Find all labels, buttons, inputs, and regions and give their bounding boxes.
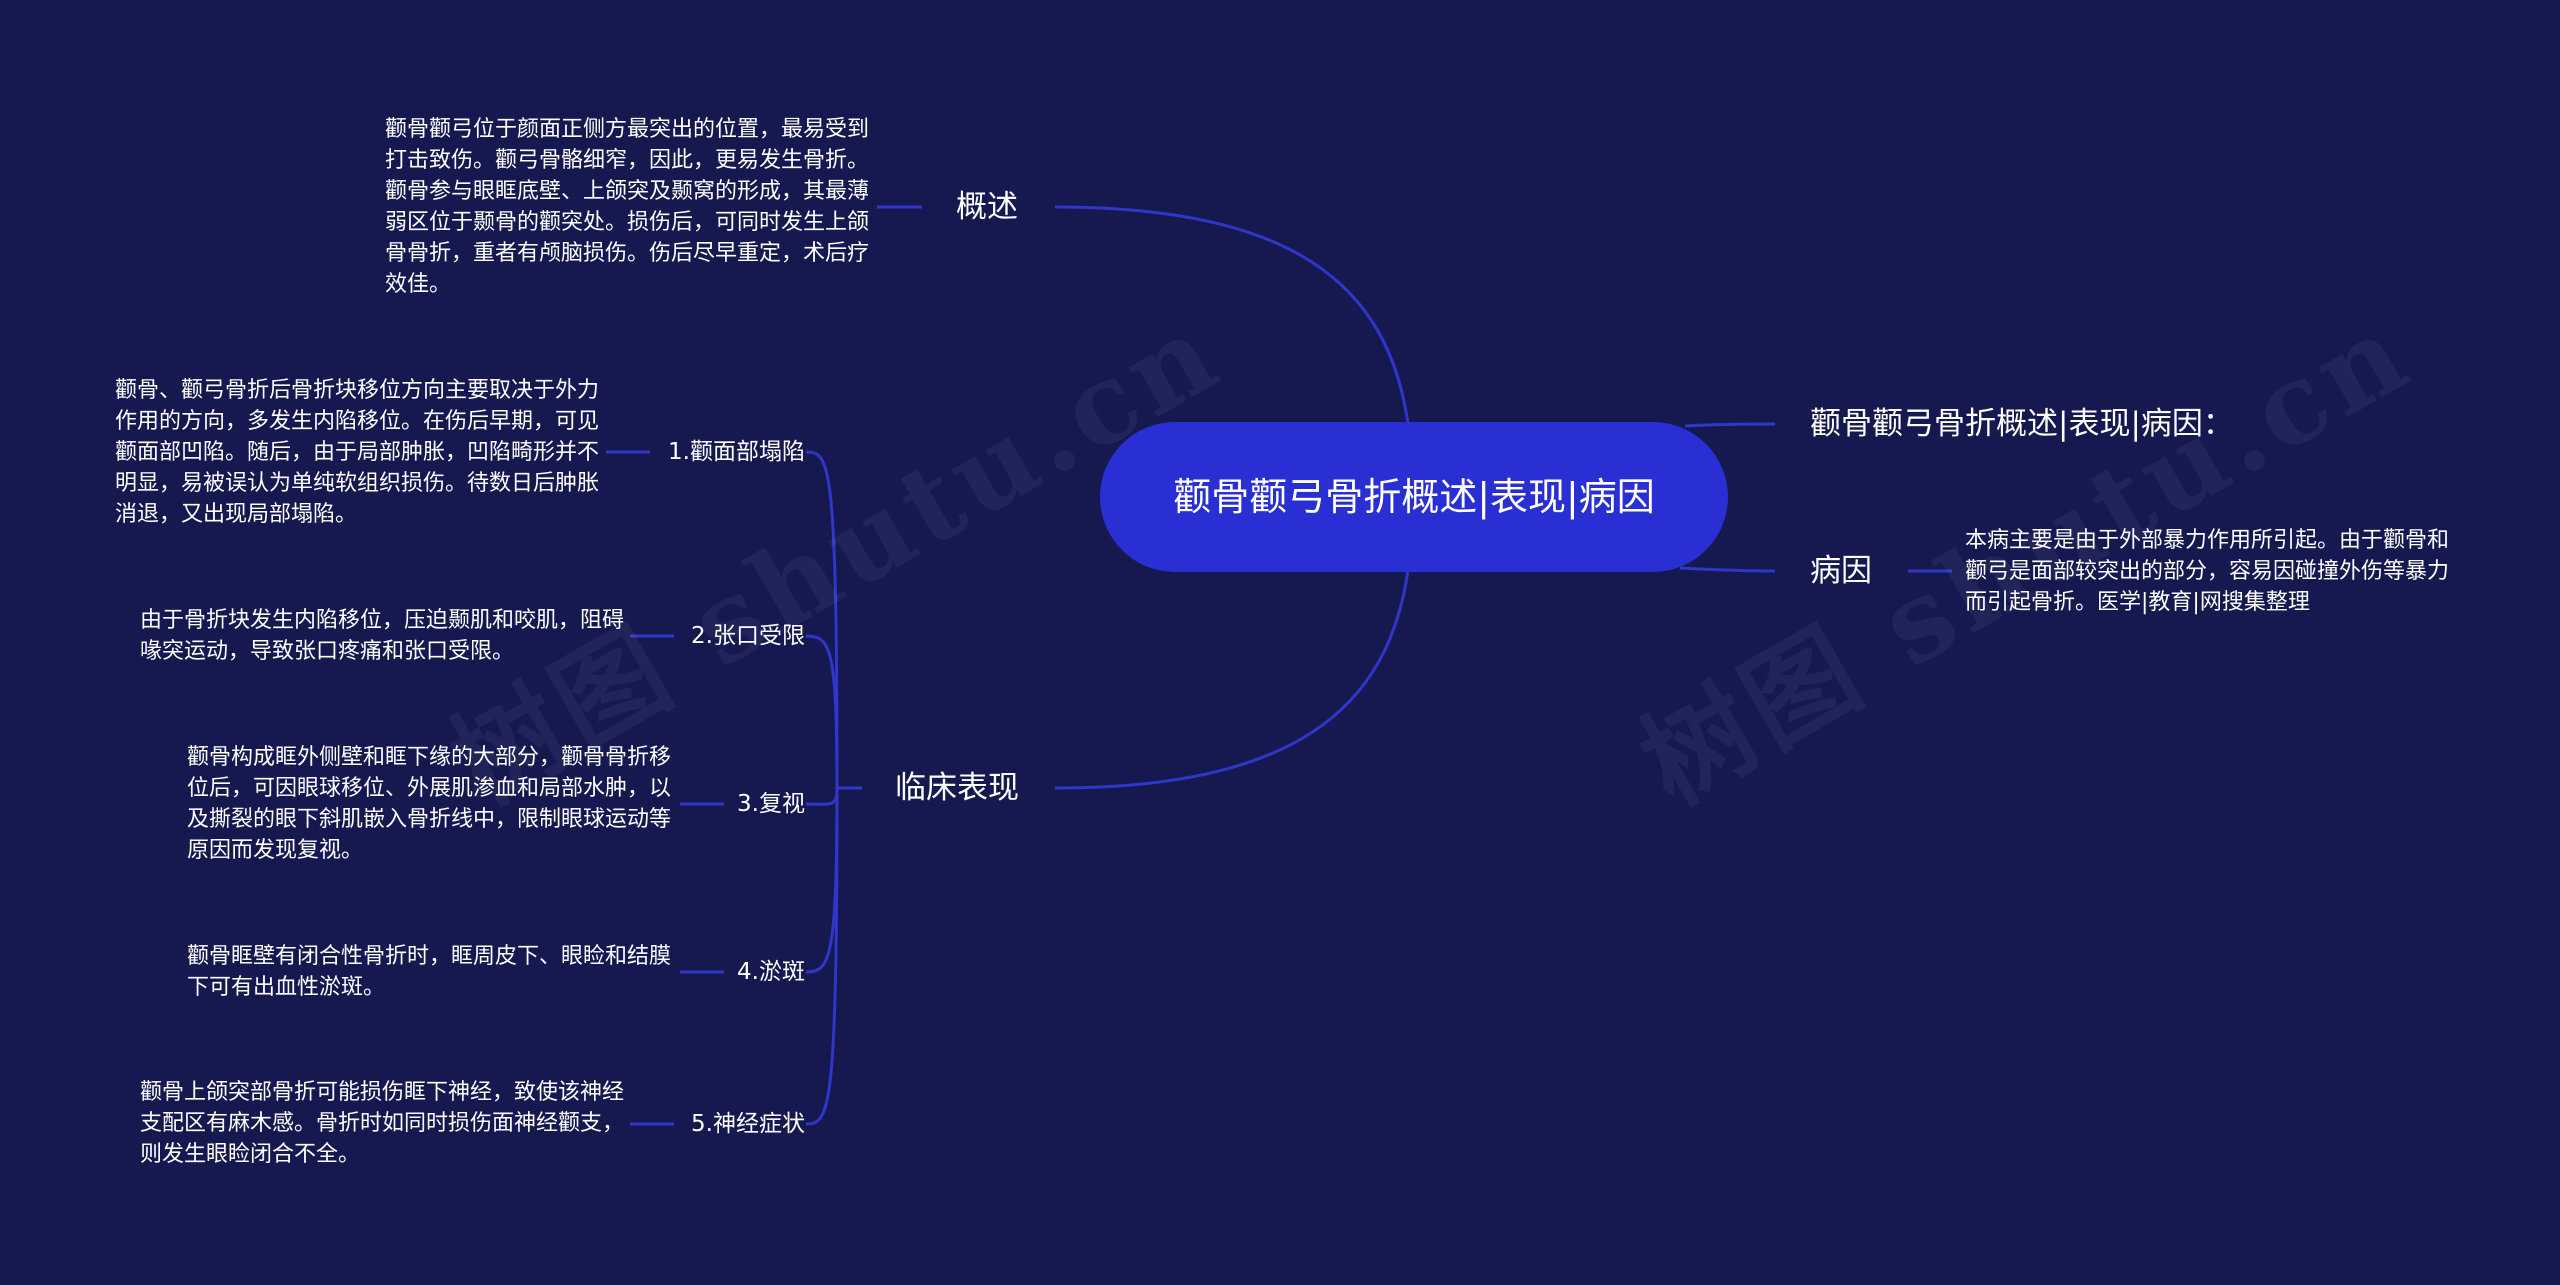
clinical-item-1-text: 颧骨、颧弓骨折后骨折块移位方向主要取决于外力作用的方向，多发生内陷移位。在伤后早… (115, 378, 600, 527)
edge-clinical-2 (805, 634, 839, 789)
branch-cause[interactable]: 病因 (1810, 553, 1872, 589)
clinical-item-4-text: 颧骨眶壁有闭合性骨折时，眶周皮下、眼睑和结膜下可有出血性淤斑。 (187, 944, 672, 1000)
edge-root-overview (1054, 205, 1410, 425)
overview-text: 颧骨颧弓位于颜面正侧方最突出的位置，最易受到打击致伤。颧弓骨骼细窄，因此，更易发… (385, 117, 870, 297)
edge-clinical-1 (805, 450, 839, 789)
edge-root-cause (1679, 566, 1776, 573)
branch-summary[interactable]: 颧骨颧弓骨折概述|表现|病因： (1810, 406, 2234, 442)
clinical-item-2-label[interactable]: 2.张口受限 (691, 623, 805, 649)
clinical-item-2-text: 由于骨折块发生内陷移位，压迫颞肌和咬肌，阻碍喙突运动，导致张口疼痛和张口受限。 (140, 608, 625, 664)
clinical-item-1-label[interactable]: 1.颧面部塌陷 (668, 439, 805, 465)
cause-text: 本病主要是由于外部暴力作用所引起。由于颧骨和颧弓是面部较突出的部分，容易因碰撞外… (1965, 528, 2450, 615)
edge-clinical-4 (805, 787, 839, 974)
branch-overview[interactable]: 概述 (956, 189, 1018, 225)
edge-clinical-3 (805, 787, 839, 806)
clinical-item-5-label[interactable]: 5.神经症状 (691, 1111, 805, 1137)
root-node[interactable]: 颧骨颧弓骨折概述|表现|病因 (1100, 422, 1728, 572)
edge-clinical-5 (805, 787, 839, 1126)
clinical-item-4-label[interactable]: 4.淤斑 (737, 959, 805, 985)
clinical-item-3-text: 颧骨构成眶外侧壁和眶下缘的大部分，颧骨骨折移位后，可因眼球移位、外展肌渗血和局部… (187, 745, 672, 863)
edge-root-summary (1684, 422, 1776, 428)
clinical-item-3-label[interactable]: 3.复视 (737, 791, 805, 817)
clinical-item-5-text: 颧骨上颌突部骨折可能损伤眶下神经，致使该神经支配区有麻木感。骨折时如同时损伤面神… (140, 1080, 625, 1167)
edge-root-clinical (1054, 569, 1410, 790)
branch-clinical[interactable]: 临床表现 (895, 770, 1019, 806)
